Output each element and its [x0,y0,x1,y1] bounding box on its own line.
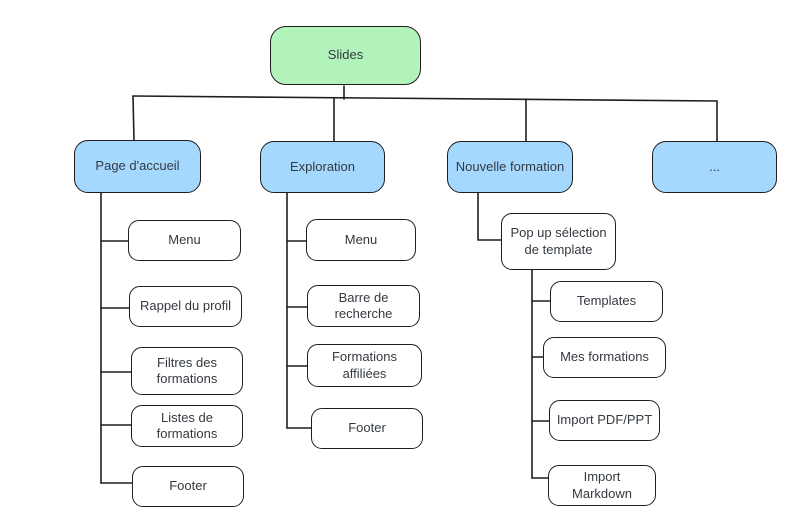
node-more[interactable]: ... [652,141,777,193]
node-templates-label: Templates [576,293,637,309]
node-ex-menu[interactable]: Menu [306,219,416,261]
node-pa-menu[interactable]: Menu [128,220,241,261]
node-slides-label: Slides [327,47,364,63]
connector-elbow-popup [477,192,503,241]
connector-trunk [132,95,718,102]
node-more-label: ... [709,158,720,174]
node-page-accueil-label: Page d'accueil [95,158,180,174]
node-ex-formations-affiliees[interactable]: Formations affiliées [307,344,422,387]
node-mes-formations-label: Mes formations [560,349,649,365]
node-ex-footer[interactable]: Footer [311,408,423,449]
node-templates[interactable]: Templates [550,281,663,322]
node-pa-listes-de-formations-label: Listes de formations [156,409,218,441]
node-mes-formations[interactable]: Mes formations [543,337,666,378]
node-ex-barre-de-recherche-label: Barre de recherche [334,289,393,321]
node-import-markdown-label: Import Markdown [572,469,632,501]
node-page-accueil[interactable]: Page d'accueil [74,140,201,193]
node-pa-footer[interactable]: Footer [132,466,244,507]
node-slides[interactable]: Slides [270,26,421,85]
node-import-markdown[interactable]: Import Markdown [548,465,656,506]
node-ex-barre-de-recherche[interactable]: Barre de recherche [307,285,420,327]
node-import-pdf-ppt-label: Import PDF/PPT [556,412,653,428]
node-pa-menu-label: Menu [168,232,201,248]
node-pa-footer-label: Footer [169,478,207,494]
node-exploration-label: Exploration [289,158,356,174]
node-nouvelle-formation-label: Nouvelle formation [455,158,565,174]
connector-drop-page-accueil [132,95,135,142]
node-popup-selection-template[interactable]: Pop up sélection de template [501,213,616,270]
node-pa-listes-de-formations[interactable]: Listes de formations [131,405,243,447]
node-pa-filtres-des-formations[interactable]: Filtres des formations [131,347,243,395]
node-pa-filtres-des-formations-label: Filtres des formations [156,354,218,386]
node-popup-selection-template-label: Pop up sélection de template [510,225,607,257]
node-nouvelle-formation[interactable]: Nouvelle formation [447,141,573,193]
node-pa-rappel-du-profil-label: Rappel du profil [139,298,232,314]
node-exploration[interactable]: Exploration [260,141,385,193]
node-ex-menu-label: Menu [344,231,378,247]
node-pa-rappel-du-profil[interactable]: Rappel du profil [129,286,242,327]
node-ex-formations-affiliees-label: Formations affiliées [331,349,398,381]
node-import-pdf-ppt[interactable]: Import PDF/PPT [549,400,660,441]
node-ex-footer-label: Footer [348,420,386,436]
